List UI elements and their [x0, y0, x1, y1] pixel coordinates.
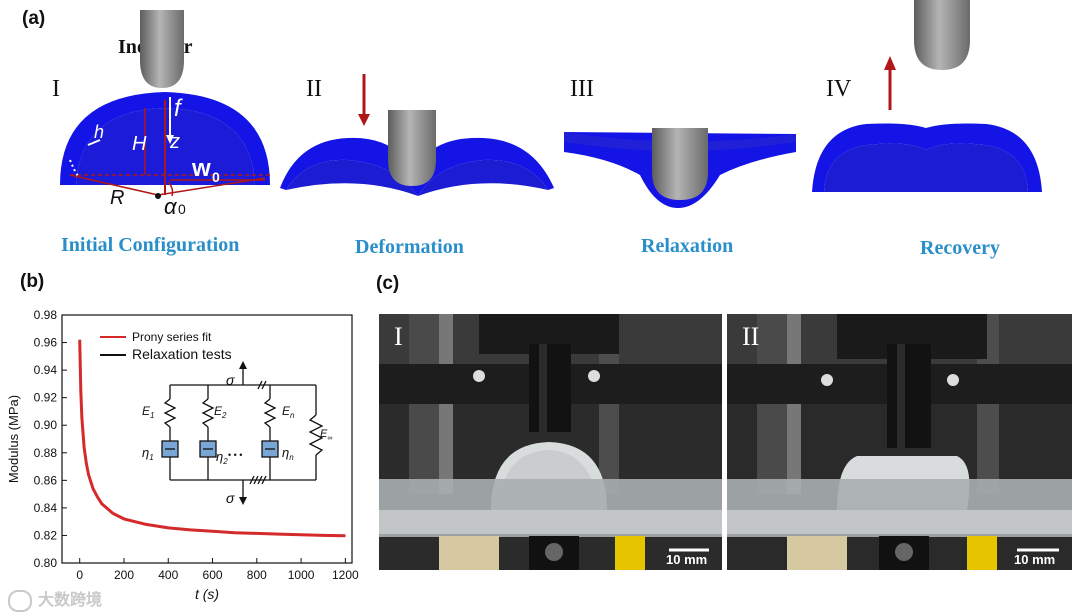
photo-1-scalebar: 10 mm	[666, 552, 707, 567]
stage-4-caption: Recovery	[920, 237, 1000, 260]
x-tick-label: 1200	[332, 568, 359, 582]
symbol-R: R	[110, 187, 124, 209]
y-tick-label: 0.96	[34, 336, 58, 350]
x-tick-label: 200	[114, 568, 134, 582]
x-tick-label: 0	[76, 568, 83, 582]
watermark-text: 大数跨境	[38, 592, 102, 609]
inset-dots: • • •	[228, 450, 242, 460]
y-tick-label: 0.84	[34, 501, 58, 515]
photo-1-scene	[379, 314, 722, 570]
photo-2: II 10 mm	[727, 314, 1072, 570]
photo-2-scene	[727, 314, 1072, 570]
photo-2-scalebar: 10 mm	[1014, 552, 1055, 567]
relaxation-chart: 0 200 400 600 800 1000 1200 0.80 0.82 0.84 0.86 0.8…	[0, 295, 370, 615]
watermark-logo-icon	[8, 590, 32, 612]
symbol-w0: w	[191, 155, 211, 182]
y-axis-label: Modulus (MPa)	[6, 395, 21, 483]
symbol-z: z	[169, 131, 180, 153]
legend-label: Relaxation tests	[132, 346, 232, 362]
y-tick-label: 0.86	[34, 473, 58, 487]
x-axis-label: t (s)	[195, 586, 219, 602]
inset-E1: E1	[142, 404, 154, 420]
stage-3-caption: Relaxation	[641, 235, 733, 258]
inset-E2: E2	[214, 404, 227, 420]
series-line-prony-series-fit	[80, 340, 346, 536]
inset-eta2: η2	[216, 449, 228, 466]
stage-4-diagram	[806, 0, 1046, 200]
maxwell-inset	[162, 361, 322, 505]
y-tick-label: 0.90	[34, 418, 58, 432]
photo-1: I 10 mm	[379, 314, 722, 570]
panel-c-letter: (c)	[376, 273, 399, 295]
indenter-shape	[140, 10, 184, 88]
stage-2-caption: Deformation	[355, 236, 464, 259]
y-tick-label: 0.82	[34, 528, 58, 542]
photo-2-label: II	[742, 322, 759, 352]
y-tick-label: 0.88	[34, 446, 58, 460]
legend-label: Prony series fit	[132, 330, 212, 344]
symbol-H: H	[132, 133, 147, 155]
y-tick-label: 0.80	[34, 556, 58, 570]
inset-En: En	[282, 404, 295, 420]
x-tick-label: 600	[203, 568, 223, 582]
stage-2-diagram	[278, 70, 558, 200]
stage-3-diagram	[560, 120, 800, 215]
inset-Einf: E∞	[320, 428, 332, 442]
stage-1-caption: Initial Configuration	[61, 234, 239, 257]
y-tick-label: 0.98	[34, 308, 58, 322]
photo-1-label: I	[394, 322, 403, 352]
inset-etan: ηn	[282, 445, 294, 462]
symbol-alpha0-sub: 0	[178, 201, 186, 215]
stage-3-number: III	[570, 76, 594, 103]
inset-eta1: η1	[142, 445, 154, 462]
symbol-h: h	[94, 122, 104, 142]
panel-b-letter: (b)	[20, 271, 44, 293]
symbol-alpha0: α	[164, 194, 178, 215]
inset-sigma-bottom: σ	[226, 490, 235, 506]
symbol-w0-sub: 0	[212, 169, 220, 185]
x-tick-label: 800	[247, 568, 267, 582]
y-tick-label: 0.92	[34, 391, 58, 405]
series-line-relaxation-tests	[80, 340, 346, 536]
inset-sigma-top: σ	[226, 372, 235, 388]
stage-1-diagram: f H z h w 0 R α 0	[40, 0, 280, 215]
y-tick-label: 0.94	[34, 363, 58, 377]
x-tick-label: 1000	[288, 568, 315, 582]
x-tick-label: 400	[158, 568, 178, 582]
watermark: 大数跨境	[8, 586, 102, 612]
